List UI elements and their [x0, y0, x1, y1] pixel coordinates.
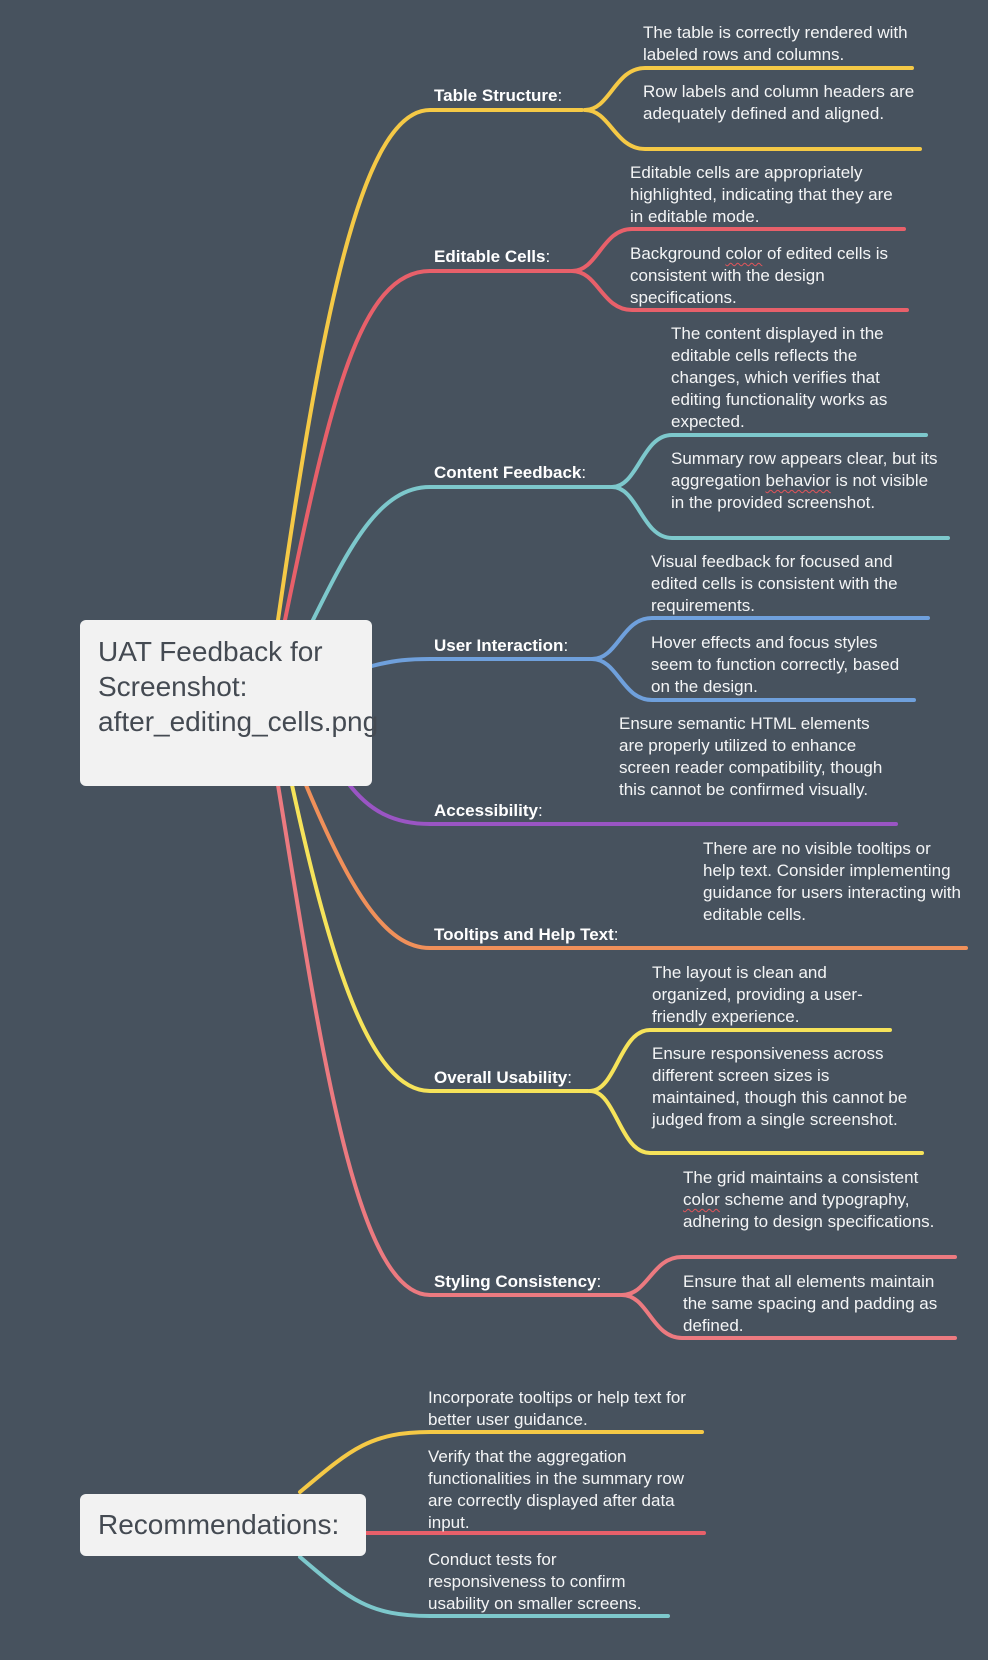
connector-leaf-3-1	[610, 433, 928, 489]
leaf-tooltips-1: There are no visible tooltips or help te…	[703, 839, 961, 924]
leaf-styling-consistency-2: Ensure that all elements maintain the sa…	[683, 1272, 938, 1335]
recommendation-3: Conduct tests for responsiveness to conf…	[428, 1550, 642, 1613]
connector-leaf-1-2	[583, 108, 922, 151]
connector-leaf-4-2	[590, 657, 916, 702]
leaf-accessibility-1: Ensure semantic HTML elements are proper…	[619, 714, 883, 799]
recommendations-title: Recommendations:	[98, 1509, 340, 1540]
leaf-user-interaction-2: Hover effects and focus styles seem to f…	[651, 633, 900, 696]
leaf-styling-consistency-1: The grid maintains a consistent color sc…	[683, 1168, 935, 1231]
connector-leaf-2-2	[570, 269, 909, 312]
recommendation-2: Verify that the aggregation functionalit…	[428, 1447, 685, 1532]
branch-label-styling-consistency: Styling Consistency:	[434, 1272, 602, 1291]
connector-rec-3	[298, 1555, 670, 1618]
leaf-content-feedback-2: Summary row appears clear, but its aggre…	[671, 449, 938, 512]
leaf-table-structure-2: Row labels and column headers are adequa…	[643, 82, 915, 123]
connector-editable-cells	[283, 269, 572, 622]
connector-table-structure	[276, 108, 584, 622]
recommendation-1: Incorporate tooltips or help text for be…	[428, 1388, 686, 1429]
connector-leaf-3-2	[610, 485, 950, 540]
leaf-editable-cells-1: Editable cells are appropriately highlig…	[630, 163, 893, 226]
leaf-user-interaction-1: Visual feedback for focused and edited c…	[651, 552, 898, 615]
connector-overall-usability	[290, 783, 590, 1093]
branch-label-content-feedback: Content Feedback:	[434, 463, 587, 482]
connector-leaf-8-1	[620, 1255, 957, 1297]
branch-label-tooltips: Tooltips and Help Text:	[434, 925, 619, 944]
leaf-overall-usability-1: The layout is clean and organized, provi…	[652, 963, 863, 1026]
connector-leaf-8-2	[620, 1293, 957, 1340]
connector-tooltips	[304, 783, 968, 950]
leaf-overall-usability-2: Ensure responsiveness across different s…	[652, 1044, 908, 1129]
root-node: UAT Feedback for Screenshot: after_editi…	[80, 620, 378, 786]
recommendations-node: Recommendations:	[80, 1494, 366, 1556]
connector-leaf-7-2	[588, 1089, 924, 1155]
branch-label-editable-cells: Editable Cells:	[434, 247, 551, 266]
connector-styling-consistency	[276, 783, 622, 1297]
root-title: UAT Feedback for Screenshot: after_editi…	[98, 636, 379, 737]
leaf-content-feedback-1: The content displayed in the editable ce…	[671, 324, 888, 431]
connector-rec-1	[298, 1430, 704, 1494]
branch-label-accessibility: Accessibility:	[434, 801, 543, 820]
connector-accessibility	[346, 781, 898, 826]
connector-content-feedback	[310, 485, 612, 624]
branch-label-table-structure: Table Structure:	[434, 86, 563, 105]
connector-leaf-1-1	[583, 66, 914, 112]
branch-label-overall-usability: Overall Usability:	[434, 1068, 572, 1087]
leaf-table-structure-1: The table is correctly rendered with lab…	[643, 23, 908, 64]
connector-user-interaction	[370, 657, 592, 668]
connector-leaf-2-1	[570, 227, 906, 273]
connector-leaf-7-1	[588, 1028, 892, 1093]
branch-label-user-interaction: User Interaction:	[434, 636, 569, 655]
leaf-editable-cells-2: Background color of edited cells is cons…	[630, 244, 888, 307]
connector-leaf-4-1	[590, 616, 930, 661]
